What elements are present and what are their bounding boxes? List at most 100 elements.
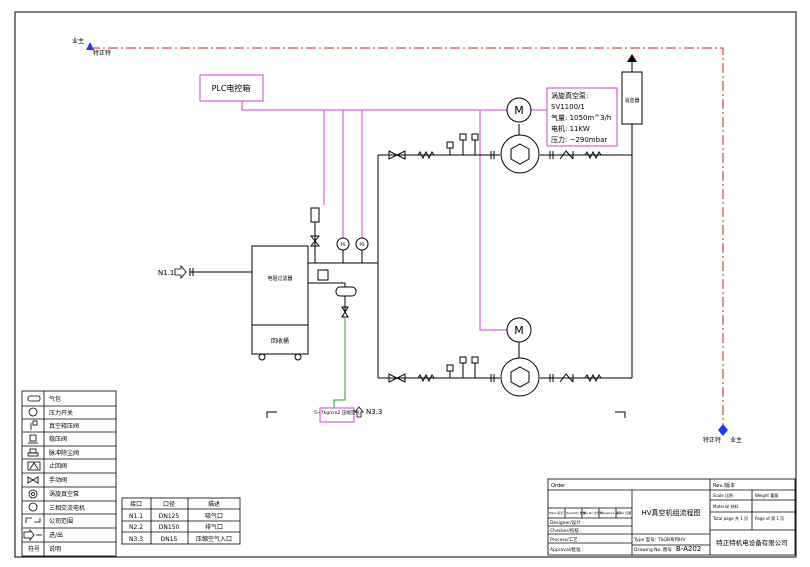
tb-type: Type 型号: TSQB系列HV — [633, 536, 686, 543]
pump-spec-line1: 涡旋真空泵: — [551, 91, 588, 100]
ports-header-0: 接口 — [130, 500, 142, 508]
legend-icons — [23, 395, 42, 542]
ports-table — [121, 497, 241, 545]
motor-icon — [28, 502, 38, 512]
tb-sub-col: File No 文件号 — [583, 510, 603, 515]
pulse-valve — [308, 269, 357, 318]
scope-corner-right — [615, 411, 626, 418]
vacuum-relief-valve-icon — [30, 420, 38, 430]
supplier-marker-bottom: 特正特 — [703, 436, 721, 444]
legend-footer-code: 符号 — [28, 545, 40, 553]
tb-sub-col: Signature 签字 — [600, 510, 621, 515]
pump-spec-line5: 压力: ~290mbar — [551, 135, 607, 144]
legend-text-6: 手动阀 — [49, 476, 67, 484]
pressure-switch-2-label: PS — [360, 242, 365, 247]
scope-corner-left — [266, 411, 277, 418]
compressed-air-line — [333, 317, 346, 408]
legend-text-4: 脉冲除尘阀 — [49, 449, 79, 457]
inlet-arrow-icon — [174, 264, 194, 280]
motor-upper-label: M — [514, 104, 524, 117]
tb-designer: Designer/设计 : — [550, 519, 584, 526]
drawing-border — [14, 11, 797, 558]
in-out-icon — [23, 528, 42, 542]
silencer-label: 消音器 — [624, 97, 639, 104]
ports-header-1: 口径 — [163, 500, 175, 508]
pulse-valve-icon — [27, 448, 39, 457]
tb-sub-col: Date 日期 — [617, 510, 631, 515]
legend-text-5: 止回阀 — [49, 462, 67, 470]
tank-wheel-left — [258, 353, 266, 361]
relief-valve-filter — [309, 207, 321, 263]
ports-cell: DN15 — [161, 536, 178, 543]
legend-text-7: 涡旋真空泵 — [49, 490, 79, 498]
legend-text-1: 压力开关 — [49, 409, 73, 417]
inlet-n11-label: N1.1 — [158, 269, 174, 277]
ports-cell: N2.2 — [129, 524, 143, 531]
ports-cell: N3.3 — [129, 536, 143, 543]
pump-spec-box — [546, 87, 618, 147]
compressed-air-label: 5~7kg/cm2 压缩空气 — [314, 409, 360, 416]
tb-order: Order — [551, 483, 566, 489]
signal-lines — [241, 101, 508, 331]
legend-text-0: 气包 — [49, 395, 61, 403]
ports-cell: 排气口 — [205, 523, 223, 531]
tb-rev: Rev./版本 — [713, 482, 735, 489]
vortex-pump-lower — [500, 357, 540, 397]
legend-text-9: 公司范围 — [49, 517, 73, 525]
legend-text-10: 进/出 — [49, 531, 63, 539]
drawing-title: HV真空机组流程图 — [641, 508, 700, 517]
compressed-air-box — [319, 407, 355, 423]
tb-page-of: Page of 第 1 页 — [755, 515, 784, 521]
plc-label: PLC电控箱 — [212, 83, 251, 93]
filter-label: 电阻过滤器 — [267, 275, 292, 282]
vortex-pump-upper — [500, 134, 540, 174]
legend-text-8: 三相交流电机 — [49, 504, 85, 512]
tb-drawing-no: B-A202 — [676, 545, 701, 553]
ports-cell: 吸气口 — [205, 512, 223, 520]
owner-marker-bottom: 业主 — [730, 436, 742, 444]
legend-text-2: 真空释压阀 — [49, 422, 79, 430]
pressure-switch-1 — [336, 237, 350, 263]
pressure-switch-icon — [28, 407, 38, 417]
filter-tank — [251, 245, 309, 355]
pressure-regulator-icon — [28, 434, 38, 444]
ports-cell: DN150 — [159, 524, 180, 531]
tb-checker: Checker/校核 : — [550, 527, 582, 534]
supplier-marker-top: 特正特 — [93, 49, 111, 57]
legend-table — [21, 390, 117, 557]
upper-branch — [388, 133, 602, 160]
tank-wheel-right — [294, 353, 302, 361]
tb-sub-col: Quantity 数量 — [566, 510, 586, 515]
scope-icon — [25, 517, 41, 523]
manual-valve-icon — [27, 476, 39, 484]
tb-drawing-no-label: Drawing No. 图号 — [634, 547, 673, 553]
ports-cell: DN125 — [159, 513, 180, 520]
tb-company: 特正特机电设备有限公司 — [716, 538, 788, 547]
n33-arrow-icon — [354, 406, 364, 418]
tb-process: Process/工艺 : — [550, 537, 581, 543]
tb-scale: Scale 比例 — [713, 492, 733, 498]
legend-text-3: 稳压阀 — [49, 435, 67, 443]
pressure-switch-2 — [355, 237, 369, 263]
tb-approval: Approval/批准 : — [550, 546, 583, 553]
plc-box — [199, 74, 264, 102]
lower-branch — [388, 356, 602, 383]
check-valve-icon — [27, 461, 41, 471]
pressure-switch-1-label: PS — [341, 242, 346, 247]
legend-footer-desc: 说明 — [49, 545, 61, 553]
tb-material: Material 材料 — [713, 503, 739, 509]
process-piping — [190, 124, 633, 379]
vortex-pump-icon — [28, 489, 38, 499]
ports-header-2: 描述 — [208, 500, 220, 508]
motor-upper — [506, 97, 532, 123]
motor-lower — [506, 317, 532, 343]
owner-marker-top: 业主 — [72, 37, 84, 45]
tb-total-page: Total page 共 1 页 — [712, 515, 748, 521]
motor-lower-label: M — [514, 324, 524, 337]
pump-spec-line4: 电机: 11KW — [551, 124, 590, 133]
air-bag-icon — [27, 395, 41, 402]
tank-label: 回收桶 — [271, 337, 289, 345]
pump-spec-line3: 气量: 1050m^3/h — [551, 113, 611, 122]
silencer — [621, 54, 643, 125]
